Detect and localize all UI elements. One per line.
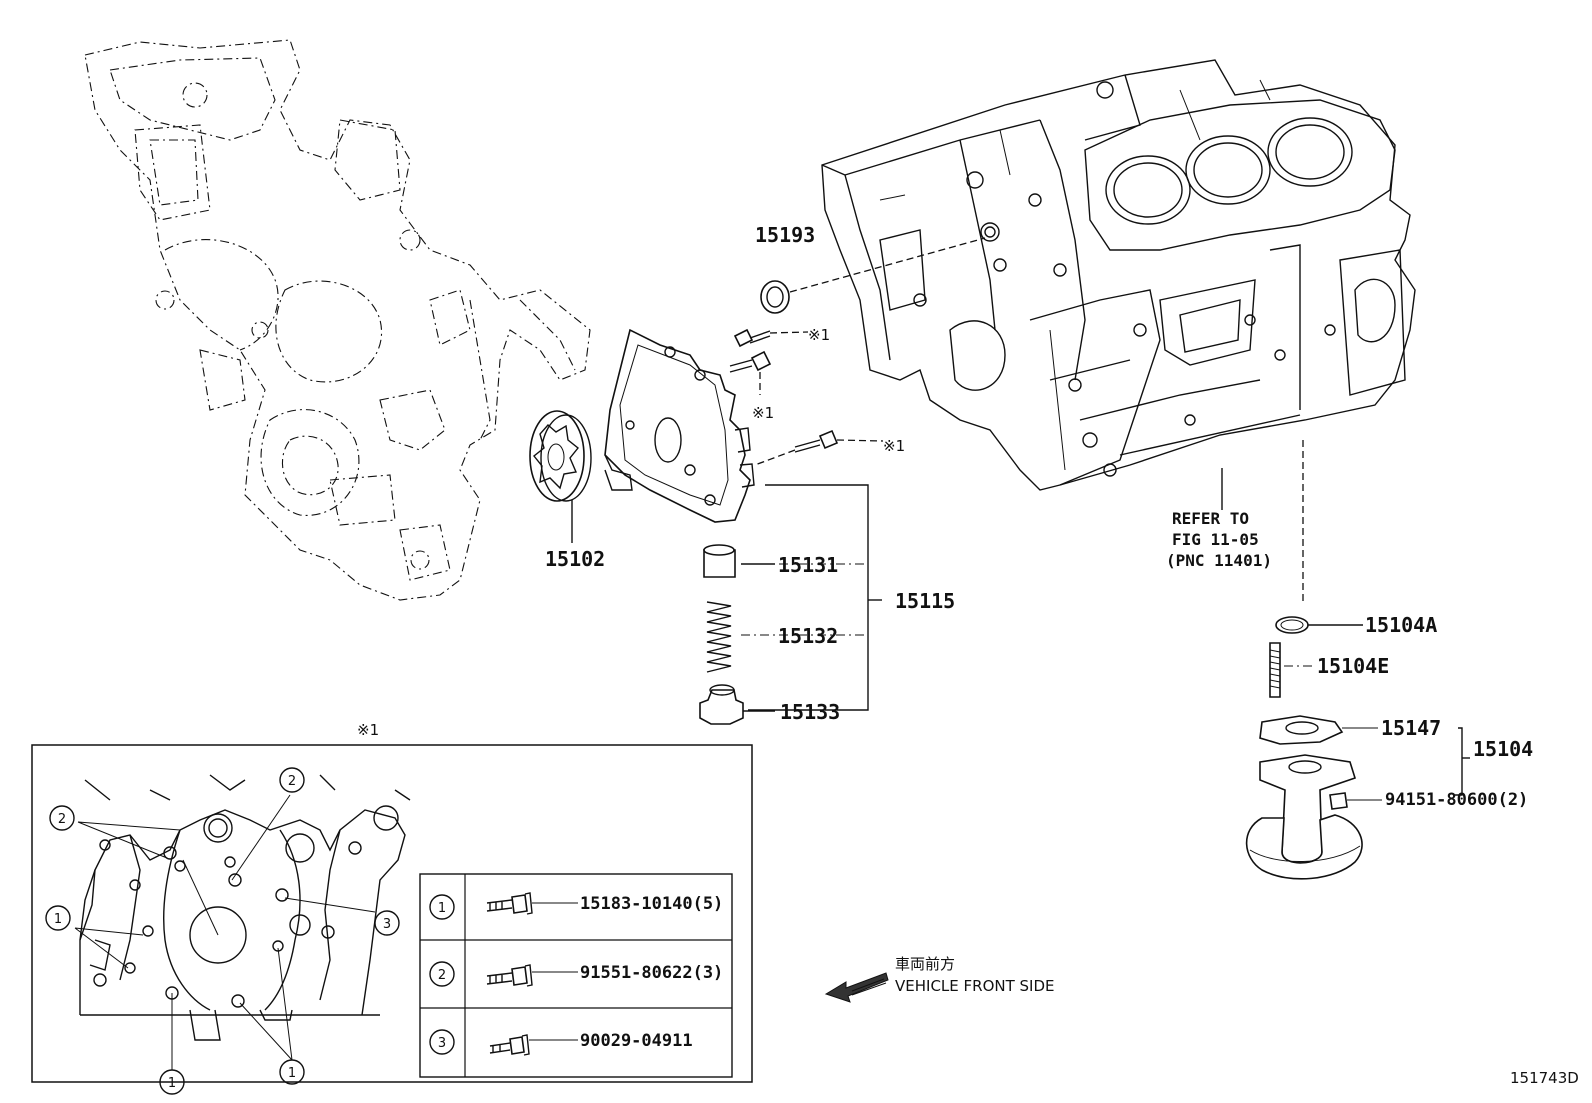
- relief-valve-15131-illustration: [703, 544, 736, 578]
- mark-ref1-a: ※1: [808, 326, 830, 344]
- callout-15104A: 15104A: [1365, 613, 1437, 637]
- inset-label-1b: 1: [168, 1076, 176, 1091]
- bracket-15115: [748, 484, 869, 711]
- stud-15104E-illustration: [1269, 642, 1281, 698]
- callout-15104E: 15104E: [1317, 654, 1389, 678]
- callout-15133: 15133: [780, 700, 840, 724]
- callout-15104: 15104: [1473, 737, 1533, 761]
- legend-part-3: 90029-04911: [580, 1031, 693, 1051]
- legend-num-1: 1: [438, 901, 446, 916]
- cylinder-block-illustration: [821, 59, 1416, 491]
- callout-15147: 15147: [1381, 716, 1441, 740]
- callout-15132: 15132: [778, 624, 838, 648]
- strainer-illustration: [1245, 754, 1363, 880]
- refer-line-3: (PNC 11401): [1166, 551, 1272, 570]
- bolt-icon: [486, 964, 578, 987]
- legend-row-2: 2 91551-80622(3): [429, 961, 723, 987]
- legend-num-3: 3: [438, 1036, 446, 1051]
- inset-cover-illustration: [79, 774, 411, 1041]
- refer-line-2: FIG 11-05: [1172, 530, 1259, 549]
- inset-label-1a: 1: [54, 912, 62, 927]
- seal-15193-illustration: [760, 280, 790, 314]
- bolt-icon: [486, 892, 578, 915]
- inset-circle-labels: 2 2 1 3 1 1: [45, 767, 400, 1095]
- inset-legend-table: 1 15183-10140(5) 2 91551-80622(3) 3: [419, 873, 733, 1078]
- pump-bolt-middle-illustration: [729, 350, 772, 395]
- timing-cover-illustration: [84, 39, 591, 601]
- figure-id: 151743D: [1510, 1069, 1579, 1087]
- spring-15132-illustration: [706, 601, 732, 673]
- inset-leaders: [74, 794, 376, 1070]
- bolt-94151-illustration: [1329, 792, 1348, 810]
- direction-jp: 車両前方: [895, 955, 955, 973]
- legend-row-3: 3 90029-04911: [429, 1029, 693, 1056]
- valve-leaders: [741, 563, 775, 712]
- gasket-15147-illustration: [1259, 715, 1344, 745]
- seal-guide-line: [789, 237, 986, 293]
- oil-pump-rotor-illustration: [529, 410, 592, 502]
- callout-94151: 94151-80600(2): [1385, 790, 1528, 810]
- bracket-15104: [1455, 727, 1463, 796]
- legend-row-1: 1 15183-10140(5): [429, 892, 723, 920]
- oil-pump-body-illustration: [604, 328, 755, 523]
- bolt-icon: [489, 1034, 578, 1056]
- refer-line-1: REFER TO: [1172, 509, 1249, 528]
- inset-title: ※1: [357, 721, 379, 739]
- callout-15131: 15131: [778, 553, 838, 577]
- inset-label-2b: 2: [288, 774, 296, 789]
- callout-15193: 15193: [755, 223, 815, 247]
- legend-num-2: 2: [438, 968, 446, 983]
- pump-bolt-upper-illustration: [733, 328, 809, 348]
- legend-part-1: 15183-10140(5): [580, 894, 723, 914]
- front-direction-arrow-icon: [824, 972, 889, 1003]
- plug-15133-illustration: [699, 684, 744, 725]
- inset-label-2a: 2: [58, 812, 66, 827]
- legend-part-2: 91551-80622(3): [580, 963, 723, 983]
- callout-15115: 15115: [895, 589, 955, 613]
- mark-ref1-b: ※1: [752, 404, 774, 422]
- direction-en: VEHICLE FRONT SIDE: [895, 977, 1055, 995]
- callout-15102: 15102: [545, 547, 605, 571]
- mark-ref1-c: ※1: [883, 437, 905, 455]
- oring-15104A-illustration: [1275, 616, 1309, 634]
- inset-label-1c: 1: [288, 1066, 296, 1081]
- pump-bolt-lower-illustration: [754, 429, 884, 466]
- inset-label-3: 3: [383, 917, 391, 932]
